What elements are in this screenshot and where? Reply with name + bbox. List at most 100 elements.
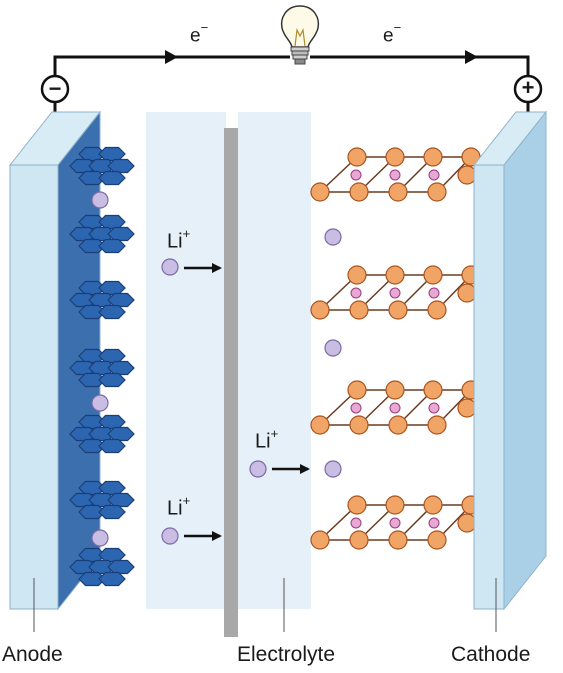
cathode-inner-atom xyxy=(350,517,362,529)
cathode-layer xyxy=(310,495,481,550)
metal-atom xyxy=(388,530,408,550)
electron-charge: − xyxy=(393,20,402,35)
cathode-inner-atom xyxy=(389,287,401,299)
metal-atom xyxy=(427,530,447,550)
cathode-inner-atom xyxy=(350,169,362,181)
negative-terminal xyxy=(40,74,70,104)
graphite-hexagon xyxy=(98,438,126,454)
metal-atom xyxy=(423,380,443,400)
graphite-hexagon xyxy=(107,158,135,174)
ion-charge: + xyxy=(182,226,191,241)
graphite-hexagon xyxy=(107,492,135,508)
separator xyxy=(224,128,238,637)
graphite-hexagon xyxy=(98,170,126,186)
graphite-layer xyxy=(69,146,135,186)
graphite-layer xyxy=(69,280,135,320)
cathode-inner-atom xyxy=(428,287,440,299)
graphite-layer xyxy=(69,214,135,254)
cathode-layer xyxy=(310,380,481,435)
graphite-hexagon xyxy=(98,348,126,364)
metal-atom xyxy=(457,398,477,418)
anode-label: Anode xyxy=(2,643,63,666)
electrolyte-zone-left xyxy=(146,112,226,609)
graphite-hexagon xyxy=(98,547,126,563)
lithium-ion xyxy=(324,339,342,357)
cathode-inner-atom xyxy=(389,169,401,181)
metal-atom xyxy=(385,147,405,167)
graphite-hexagon xyxy=(98,372,126,388)
cathode-inner-atom xyxy=(389,517,401,529)
cathode-inner-atom xyxy=(428,517,440,529)
metal-atom xyxy=(427,182,447,202)
ion-symbol: Li xyxy=(255,430,271,453)
lithium-ion xyxy=(324,460,342,478)
metal-atom xyxy=(347,495,367,515)
electron-charge: − xyxy=(200,20,209,35)
metal-atom xyxy=(349,300,369,320)
positive-sign: + xyxy=(521,75,535,100)
metal-atom xyxy=(349,530,369,550)
lithium-ion xyxy=(91,394,109,412)
lithium-ion xyxy=(91,529,109,547)
metal-atom xyxy=(423,495,443,515)
cathode-inner-atom xyxy=(428,402,440,414)
metal-atom xyxy=(310,182,330,202)
ion-symbol: Li xyxy=(167,497,183,520)
cathode-lattice xyxy=(310,147,481,550)
cathode-plate xyxy=(472,110,548,632)
metal-atom xyxy=(423,265,443,285)
ion-symbol: Li xyxy=(167,230,183,253)
external-circuit xyxy=(53,55,530,118)
cathode-inner-atom xyxy=(428,169,440,181)
lithium-ions xyxy=(91,191,342,547)
electrolyte-label: Electrolyte xyxy=(237,643,336,666)
graphite-hexagon xyxy=(98,280,126,296)
graphite-hexagon xyxy=(107,360,135,376)
electrolyte-zone-right xyxy=(238,112,311,609)
cathode-inner-atom xyxy=(389,402,401,414)
graphite-hexagon xyxy=(98,571,126,587)
ion-arrows xyxy=(184,263,310,541)
metal-atom xyxy=(457,283,477,303)
graphite-hexagon xyxy=(98,304,126,320)
metal-atom xyxy=(388,415,408,435)
graphite-hexagon xyxy=(98,414,126,430)
cathode-inner-atom xyxy=(350,402,362,414)
metal-atom xyxy=(347,265,367,285)
positive-terminal xyxy=(513,74,543,104)
lightbulb-icon xyxy=(280,5,320,65)
graphite-layer xyxy=(69,547,135,587)
lithium-ion xyxy=(249,460,267,478)
metal-atom xyxy=(349,182,369,202)
electron-symbol: e xyxy=(190,25,201,47)
metal-atom xyxy=(388,182,408,202)
li-ion-label-lower: Li+ xyxy=(167,493,190,521)
electron-symbol: e xyxy=(383,25,394,47)
metal-atom xyxy=(310,300,330,320)
graphite-hexagon xyxy=(107,226,135,242)
cathode-layer xyxy=(310,147,481,202)
graphite-hexagon xyxy=(107,426,135,442)
graphite-hexagon xyxy=(98,214,126,230)
graphite-hexagon xyxy=(98,146,126,162)
arrow-right-icon xyxy=(165,50,178,64)
li-ion-label-middle: Li+ xyxy=(255,426,279,454)
graphite-layer xyxy=(69,480,135,520)
graphite-hexagon xyxy=(98,504,126,520)
li-ion-label-upper: Li+ xyxy=(167,226,191,254)
ion-charge: + xyxy=(270,426,279,441)
metal-atom xyxy=(310,415,330,435)
graphite-hexagon xyxy=(107,292,135,308)
metal-atom xyxy=(310,530,330,550)
graphite-hexagon xyxy=(98,480,126,496)
metal-atom xyxy=(349,415,369,435)
metal-atom xyxy=(457,513,477,533)
lithium-ion xyxy=(161,527,179,545)
lithium-ion xyxy=(161,258,179,276)
graphite-layer xyxy=(69,348,135,388)
metal-atom xyxy=(385,495,405,515)
metal-atom xyxy=(427,300,447,320)
metal-atom xyxy=(385,265,405,285)
cathode-inner-atom xyxy=(350,287,362,299)
